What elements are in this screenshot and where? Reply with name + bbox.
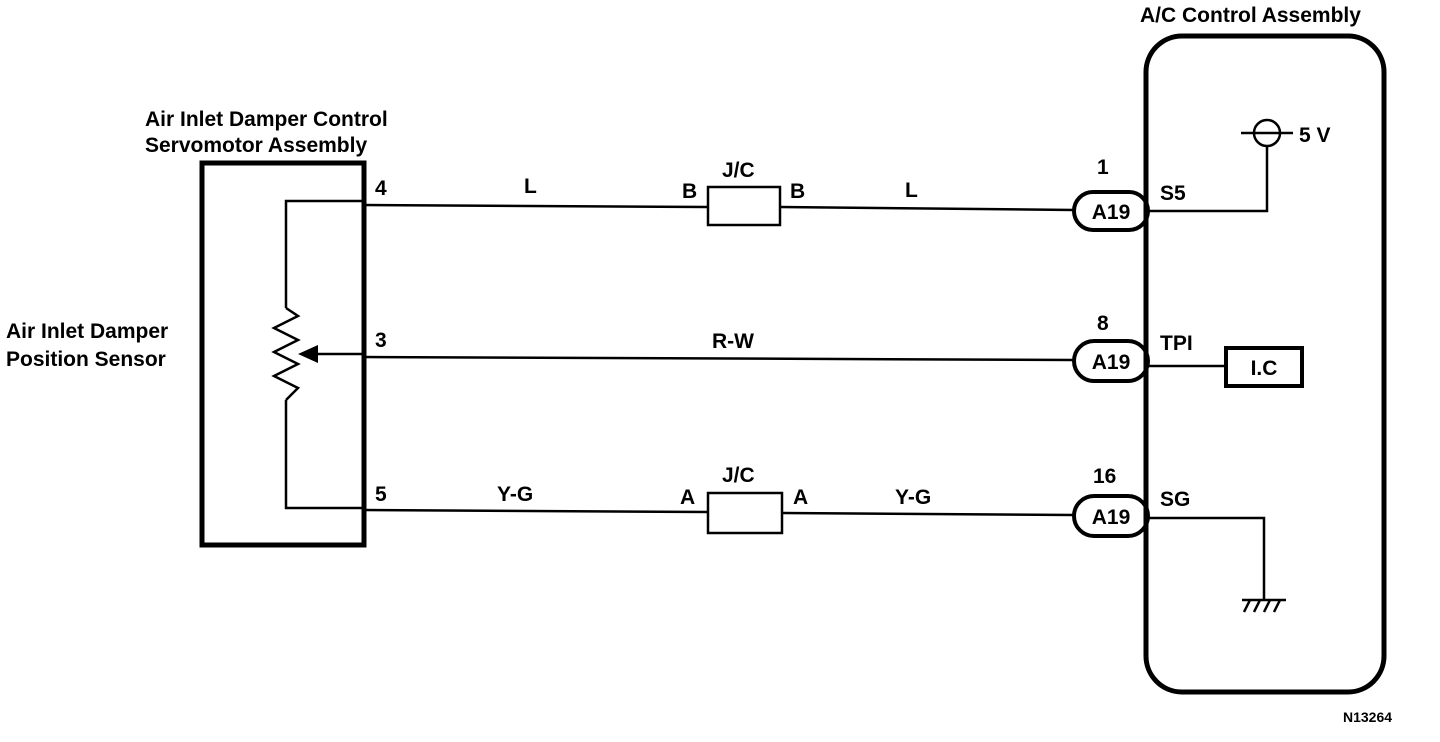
ac-control-title: A/C Control Assembly [1140,4,1361,27]
wire-label-top-right: L [905,179,918,202]
junction-b-label: J/C [722,159,755,182]
resistor-zigzag [271,306,301,401]
wire-label-bottom-right: Y-G [895,486,931,509]
wire-l-left [363,203,709,209]
terminal-tpi: TPI [1160,332,1193,355]
servomotor-title-line2: Servomotor Assembly [145,134,367,157]
connector-pin-8: 8 [1097,312,1109,335]
wire-l-right [779,205,1075,212]
sg-lead [1148,516,1266,600]
pin-4: 4 [375,177,387,200]
junction-a-right-terminal: A [793,486,808,509]
wire-label-top-left: L [524,175,537,198]
connector-pin-1: 1 [1097,156,1109,179]
wire-r-w [363,355,1075,362]
junction-a-label: J/C [722,464,755,487]
junction-a-box [706,491,784,535]
pin-5: 5 [375,483,387,506]
terminal-s5: S5 [1160,182,1186,205]
figure-code: N13264 [1343,709,1392,725]
junction-b-box [706,185,782,227]
wire-y-g-right [781,511,1075,517]
servomotor-title-line1: Air Inlet Damper Control [145,108,388,131]
connector-pin-16: 16 [1093,465,1116,488]
s5-lead [1148,146,1269,213]
connector-a19-1-label: A19 [1092,201,1131,224]
terminal-sg: SG [1160,488,1190,511]
ic-label: I.C [1251,357,1278,380]
ic-box [1224,346,1304,388]
wiper-arrow-icon [298,345,318,363]
wire-y-g-left [363,508,709,514]
junction-a-left-terminal: A [680,486,695,509]
junction-b-right-terminal: B [790,180,805,203]
wire-label-middle: R-W [712,330,754,353]
sensor-label-line2: Position Sensor [6,348,166,371]
sensor-label-line1: Air Inlet Damper [6,320,168,343]
connector-a19-8-label: A19 [1092,351,1131,374]
pin-3: 3 [375,329,387,352]
sensor-bottom-lead [284,400,364,510]
junction-b-left-terminal: B [682,180,697,203]
supply-voltage-label: 5 V [1299,124,1331,147]
wire-label-bottom-left: Y-G [497,483,533,506]
ac-control-box [1143,33,1387,695]
ground-icon [1242,598,1286,613]
sensor-top-lead [284,199,364,308]
connector-a19-16-label: A19 [1092,506,1131,529]
